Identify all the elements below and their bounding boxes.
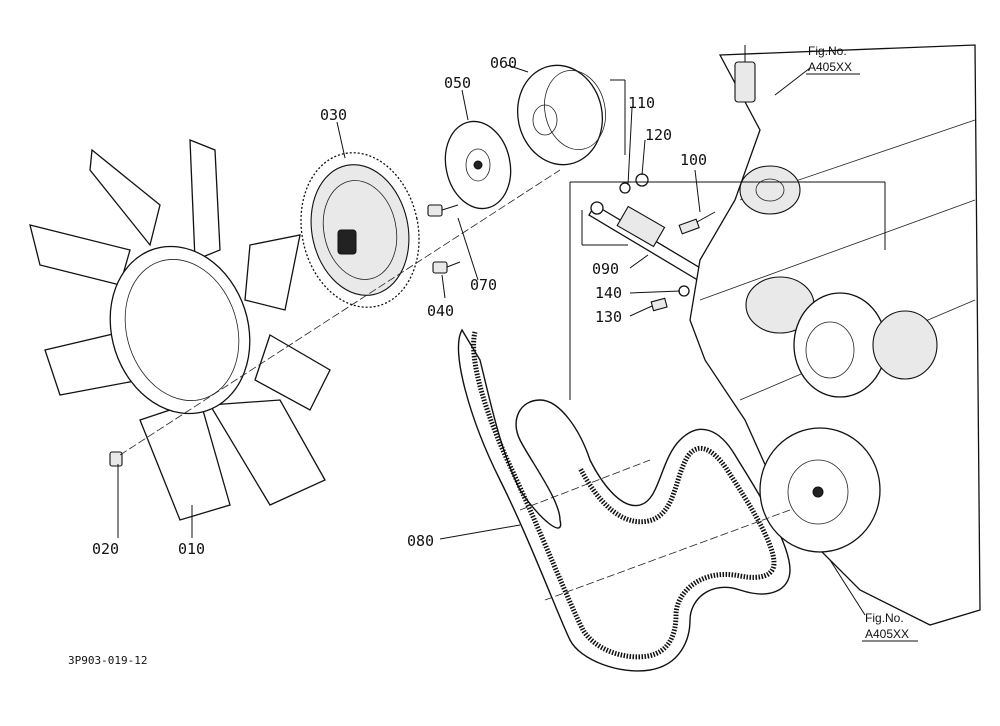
fig-ref-bottom: Fig.No. A405XX	[862, 611, 918, 642]
callout-110: 110	[628, 94, 655, 112]
callout-130: 130	[595, 308, 622, 326]
callout-leaders	[117, 64, 866, 616]
callout-120: 120	[645, 126, 672, 144]
callout-080: 080	[407, 532, 434, 550]
leader-lines	[119, 79, 886, 601]
fig-ref-top-prefix: Fig.No.	[808, 44, 847, 58]
engine-front-housing	[689, 44, 981, 626]
fan-belt-080	[457, 328, 791, 672]
fan-drive-030	[300, 152, 420, 308]
fig-ref-top-code: A405XX	[808, 60, 852, 74]
callout-020: 020	[92, 540, 119, 558]
drawing-code: 3P903-019-12	[68, 654, 147, 667]
fig-ref-bottom-prefix: Fig.No.	[865, 611, 904, 625]
callout-030: 030	[320, 106, 347, 124]
fan-bolt-020	[109, 451, 123, 467]
fig-ref-bottom-code: A405XX	[865, 627, 909, 641]
callout-100: 100	[680, 151, 707, 169]
callout-060: 060	[490, 54, 517, 72]
fan-blade-assembly	[29, 139, 331, 521]
callout-010: 010	[178, 540, 205, 558]
spacer-050	[444, 120, 512, 210]
callout-040: 040	[427, 302, 454, 320]
callout-050: 050	[444, 74, 471, 92]
pulley-060	[516, 64, 606, 166]
fig-ref-top: Fig.No. A405XX	[806, 44, 860, 75]
callout-070: 070	[470, 276, 497, 294]
tensioner-090	[588, 173, 716, 312]
callout-090: 090	[592, 260, 619, 278]
bolts-040-070	[427, 204, 461, 274]
callout-140: 140	[595, 284, 622, 302]
